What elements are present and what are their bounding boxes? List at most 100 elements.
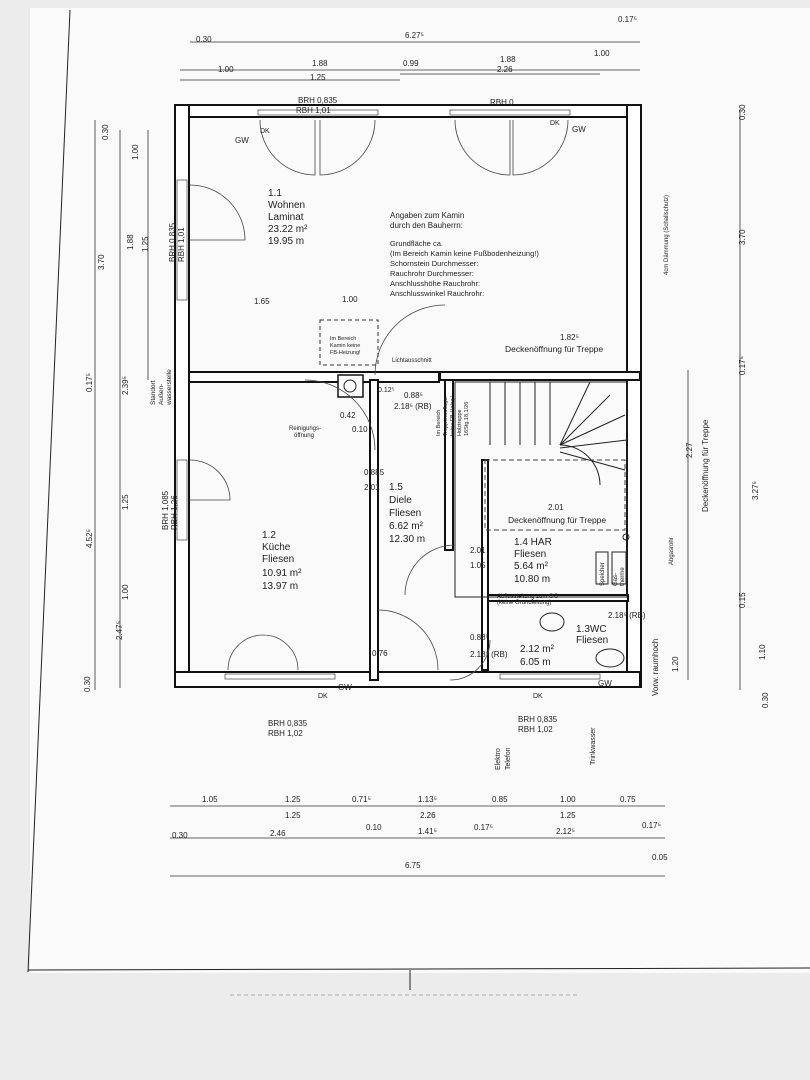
svg-text:1.05: 1.05	[470, 561, 486, 570]
svg-text:1.00: 1.00	[131, 144, 140, 160]
svg-text:0.10: 0.10	[366, 823, 382, 832]
svg-text:Telefon: Telefon	[505, 747, 512, 770]
wall-har-wc	[487, 594, 629, 602]
svg-text:BRH 1,085: BRH 1,085	[161, 490, 170, 530]
svg-text:0.30: 0.30	[101, 124, 110, 140]
svg-text:2.26: 2.26	[420, 811, 436, 820]
svg-text:(keine Grundleitung): (keine Grundleitung)	[497, 600, 551, 606]
svg-text:Reinigungs-: Reinigungs-	[289, 426, 321, 432]
svg-text:1.65: 1.65	[254, 297, 270, 306]
svg-text:0.15: 0.15	[738, 592, 747, 608]
svg-text:0.885: 0.885	[364, 468, 385, 477]
top-dim-188-right: 1.88	[500, 55, 516, 64]
paper-edge-bottom	[27, 967, 810, 971]
svg-text:RBH 1,02: RBH 1,02	[268, 729, 303, 738]
room-area: 2.12 m²	[520, 644, 555, 655]
svg-text:4.52⁵: 4.52⁵	[85, 529, 94, 548]
room-name: Fliesen	[576, 635, 608, 646]
svg-text:2.18⁵ (RB): 2.18⁵ (RB)	[394, 402, 432, 411]
svg-text:Anschlusshöhe Rauchrohr:: Anschlusshöhe Rauchrohr:	[390, 279, 480, 288]
svg-text:0.12⁵: 0.12⁵	[378, 387, 395, 394]
plan-annotations: Deckenöffnung für Treppe 1.82⁵ Deckenöff…	[235, 96, 660, 738]
svg-text:Holztreppe: Holztreppe	[457, 409, 463, 436]
room-wohnen: 1.1 Wohnen Laminat 23.22 m² 19.95 m	[268, 188, 308, 247]
chimney	[337, 374, 364, 398]
svg-text:0.85: 0.85	[492, 795, 508, 804]
svg-text:BRH 0,835: BRH 0,835	[168, 222, 177, 262]
svg-text:1.10: 1.10	[758, 644, 767, 660]
room-floor: Fliesen	[262, 554, 294, 565]
room-perimeter: 19.95 m	[268, 236, 304, 247]
room-perimeter: 13.97 m	[262, 581, 298, 592]
svg-text:0.42: 0.42	[340, 411, 356, 420]
staircase	[454, 381, 630, 598]
room-id: 1.5	[389, 482, 403, 493]
svg-text:0.30: 0.30	[172, 831, 188, 840]
svg-text:0.75: 0.75	[620, 795, 636, 804]
svg-text:Treppenauflager: Treppenauflager	[443, 396, 449, 436]
room-har: 1.4 HAR Fliesen 5.64 m² 10.80 m	[514, 537, 552, 585]
door-swings	[189, 119, 569, 681]
svg-text:RBH 1,01: RBH 1,01	[177, 227, 186, 262]
svg-text:RBH 1,26: RBH 1,26	[170, 495, 179, 530]
window-bottom-left	[224, 673, 336, 680]
room-wc: 1.3WC Fliesen 2.12 m² 6.05 m	[520, 624, 608, 668]
svg-text:Im Bereich: Im Bereich	[330, 336, 356, 342]
svg-text:0.71⁵: 0.71⁵	[352, 795, 371, 804]
svg-text:Schornstein Durchmesser:: Schornstein Durchmesser:	[390, 259, 478, 268]
svg-text:RBH 0: RBH 0	[490, 98, 514, 107]
wall-living-stairs	[439, 371, 641, 381]
svg-text:Vorw. raumhoch: Vorw. raumhoch	[651, 639, 660, 696]
svg-text:Trinkwasser: Trinkwasser	[590, 727, 597, 765]
toilet	[595, 648, 625, 668]
svg-text:0.88⁵: 0.88⁵	[404, 391, 423, 400]
top-dimension-chain: 0.30 6.27⁵ 0.17⁵ 1.00 1.88 0.99 1.88 1.0…	[180, 15, 640, 82]
paper-sheet	[30, 8, 810, 973]
wall-right	[626, 104, 642, 688]
svg-text:2.18⁵ (RB): 2.18⁵ (RB)	[470, 650, 508, 659]
wc-fixtures	[539, 551, 627, 668]
room-floor: Fliesen	[389, 508, 421, 519]
svg-text:RBH 1,02: RBH 1,02	[518, 725, 553, 734]
wall-kitchen-hall	[369, 379, 379, 681]
room-perimeter: 6.05 m	[520, 657, 551, 668]
svg-text:1.00: 1.00	[121, 584, 130, 600]
svg-text:Elektro: Elektro	[495, 748, 502, 770]
svg-text:DK: DK	[533, 693, 543, 700]
window-bottom-right	[499, 673, 601, 680]
svg-text:Außen-: Außen-	[158, 384, 165, 405]
svg-text:1.41⁵: 1.41⁵	[418, 827, 437, 836]
top-dim-125: 1.25	[310, 73, 326, 82]
svg-text:wasserstelle: wasserstelle	[166, 369, 173, 406]
room-kueche: 1.2 Küche Fliesen 10.91 m² 13.97 m	[262, 530, 302, 592]
svg-text:2.46: 2.46	[270, 829, 286, 838]
svg-text:Standort: Standort	[150, 380, 157, 405]
svg-text:Speicher: Speicher	[600, 562, 606, 586]
svg-text:0.10: 0.10	[352, 425, 368, 434]
room-id: 1.1	[268, 188, 282, 199]
wall-hall-stairs	[444, 379, 454, 551]
svg-text:DK: DK	[318, 693, 328, 700]
svg-text:0.17⁵: 0.17⁵	[85, 373, 94, 392]
svg-text:BRH 0,835: BRH 0,835	[268, 719, 308, 728]
svg-text:BRH 0,835: BRH 0,835	[518, 715, 558, 724]
svg-text:1.88: 1.88	[126, 234, 135, 250]
left-dimension-chain: 0.30 1.00 1.88 3.70 1.25 2.39⁵ 0.17⁵ 1.2…	[83, 120, 150, 692]
svg-text:keine FB-Heizg.!: keine FB-Heizg.!	[450, 395, 456, 436]
svg-text:2.18⁵ (RB): 2.18⁵ (RB)	[608, 611, 646, 620]
svg-text:DK: DK	[550, 120, 560, 127]
svg-text:0.30: 0.30	[761, 692, 770, 708]
vertical-labels: BRH 0,835 RBH 1,01 BRH 1,085 RBH 1,26 St…	[150, 195, 710, 770]
deckenoeffnung-label: Deckenöffnung für Treppe	[505, 344, 603, 354]
paper-edge-left	[27, 9, 71, 973]
window-top-left	[257, 109, 379, 116]
svg-text:2.47⁵: 2.47⁵	[115, 621, 124, 640]
top-dim-100-right: 1.00	[594, 49, 610, 58]
svg-text:Lichtausschnitt: Lichtausschnitt	[392, 358, 432, 364]
bottom-dimension-chain: 1.05 1.25 0.71⁵ 1.13⁵ 0.85 1.00 0.75 1.2…	[170, 795, 668, 877]
svg-text:2.01: 2.01	[470, 546, 486, 555]
speicher-box	[595, 551, 609, 585]
svg-text:3.70: 3.70	[97, 254, 106, 270]
svg-text:2.01: 2.01	[364, 483, 380, 492]
chimney-flue	[343, 379, 357, 393]
